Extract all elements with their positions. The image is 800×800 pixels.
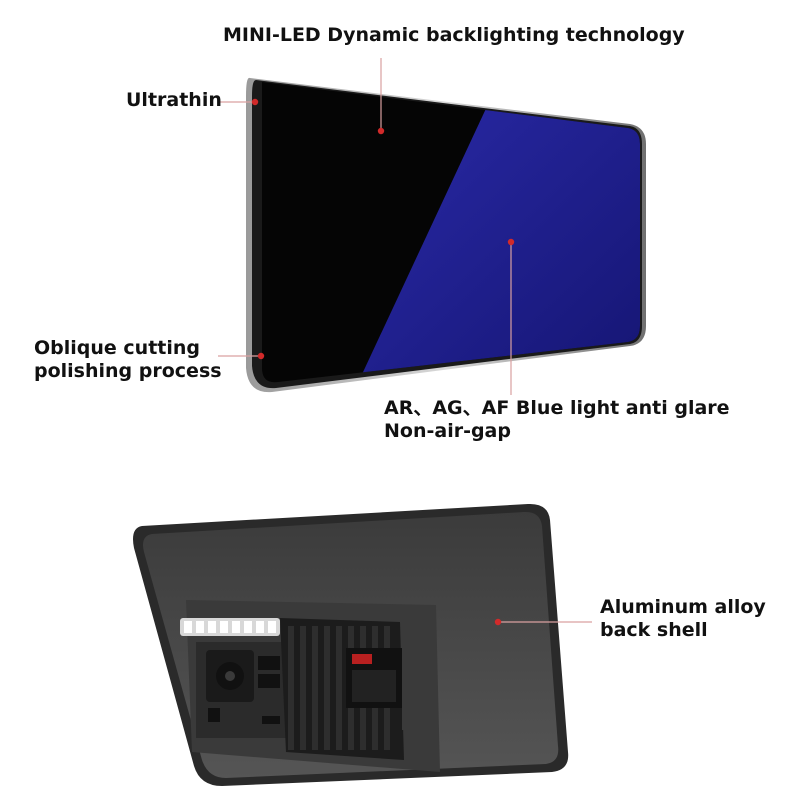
callout-label-mini-led: MINI-LED Dynamic backlighting technology — [223, 24, 685, 47]
callout-text-line1: AR、AG、AF Blue light anti glare — [384, 397, 730, 419]
callout-text: Ultrathin — [126, 89, 222, 111]
control-module — [196, 642, 286, 738]
callout-text: MINI-LED Dynamic backlighting technology — [223, 24, 685, 46]
callout-text-line2: polishing process — [34, 360, 222, 382]
callout-label-anti-glare: AR、AG、AF Blue light anti glare Non-air-g… — [384, 397, 730, 443]
callout-dot — [507, 238, 515, 246]
callout-label-oblique: Oblique cutting polishing process — [34, 337, 222, 383]
callout-dot — [257, 352, 265, 360]
callout-aluminum — [494, 618, 592, 626]
display-front — [246, 77, 646, 393]
wiring-connector — [346, 640, 436, 730]
callout-mini-led — [377, 58, 385, 135]
display-back — [133, 503, 569, 786]
callout-text-line2: Non-air-gap — [384, 420, 511, 442]
callout-label-ultrathin: Ultrathin — [126, 89, 222, 112]
callout-ultrathin — [220, 98, 259, 106]
callout-dot — [251, 98, 259, 106]
callout-text-line2: back shell — [600, 619, 708, 641]
callout-text-line1: Aluminum alloy — [600, 596, 766, 618]
screen-blue-area — [350, 100, 640, 383]
callout-label-aluminum: Aluminum alloy back shell — [600, 596, 766, 642]
callout-anti-glare — [507, 238, 515, 395]
callout-dot — [494, 618, 502, 626]
callout-oblique — [218, 352, 265, 360]
callout-dot — [377, 127, 385, 135]
callout-text-line1: Oblique cutting — [34, 337, 200, 359]
connector-strip — [180, 618, 280, 636]
